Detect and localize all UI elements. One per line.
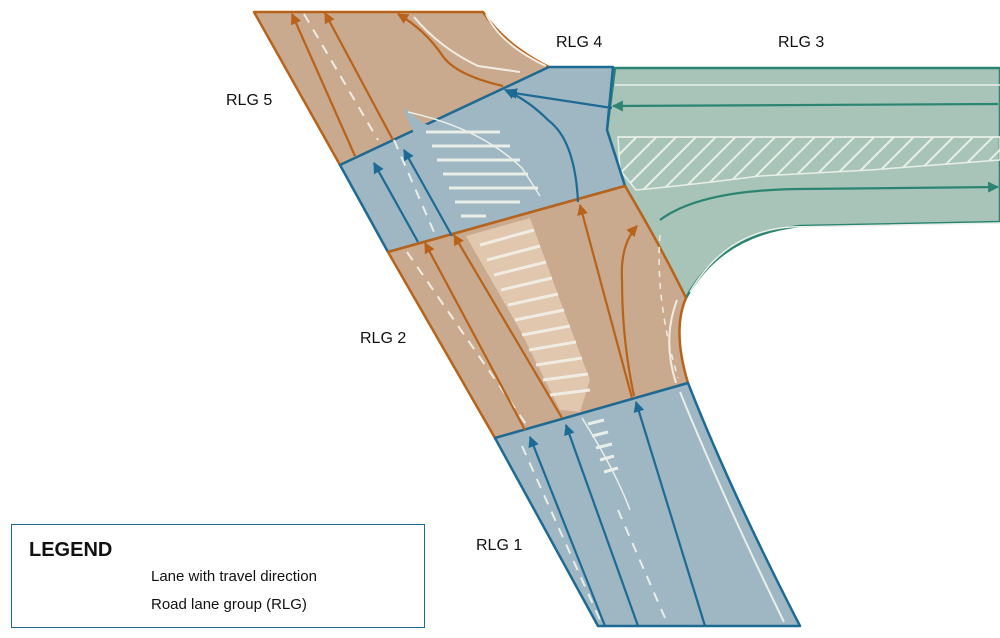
rlg2-label: RLG 2: [360, 330, 407, 347]
legend-box: LEGEND Lane with travel direction Road l…: [11, 524, 425, 628]
rlg1-lane-arrows: [528, 400, 707, 627]
rlg5-lane-arrows: [290, 12, 504, 157]
rlg2-lane-arrows: [424, 203, 638, 431]
rlg1-label: RLG 1: [476, 537, 523, 554]
rlg1-region: [493, 381, 802, 628]
rlg3-label: RLG 3: [778, 34, 825, 51]
legend-title: LEGEND: [29, 539, 113, 561]
rlg4-label: RLG 4: [556, 34, 603, 51]
legend-group-text: Road lane group (RLG): [151, 596, 307, 613]
rlg4-lane-arrows: [373, 88, 613, 243]
rlg3-lane-arrows: [611, 100, 1000, 221]
rlg5-label: RLG 5: [226, 92, 273, 109]
legend-lane-text: Lane with travel direction: [151, 568, 317, 585]
